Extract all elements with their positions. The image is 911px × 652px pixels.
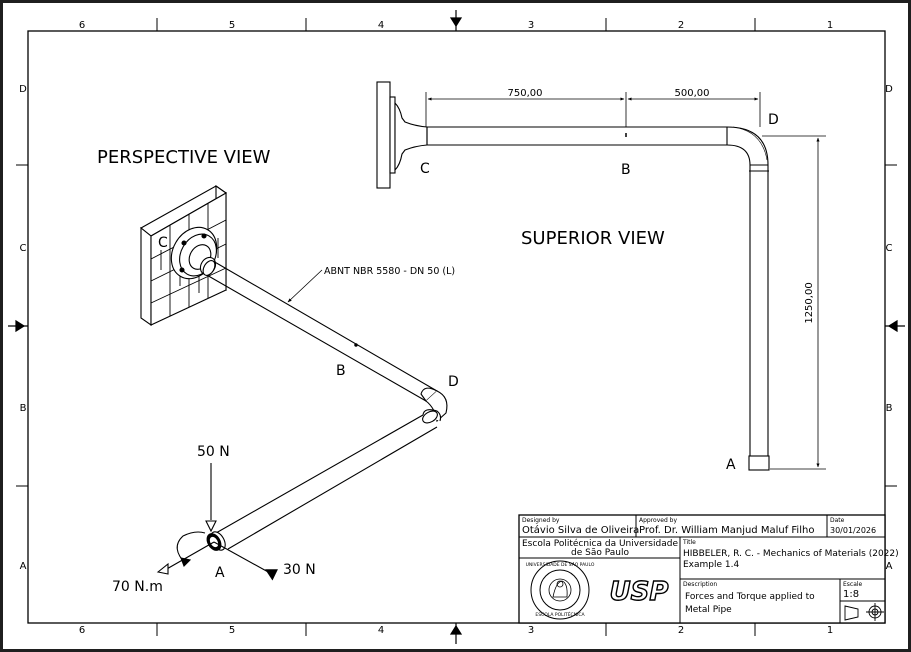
title-line-2: Example 1.4 — [683, 560, 739, 570]
drawing-sheet: 6 5 4 3 2 1 6 5 4 3 2 1 D C B A D C B A … — [3, 3, 908, 649]
seal-text-bottom: ESCOLA POLITÉCNICA — [535, 610, 585, 618]
elbow — [420, 387, 448, 424]
dim-da-label: 1250,00 — [804, 282, 815, 323]
persp-label-b: B — [336, 363, 346, 379]
title-line-1: HIBBELER, R. C. - Mechanics of Materials… — [683, 549, 899, 559]
top-view-elbow — [726, 126, 769, 166]
designed-by-caption: Designed by — [522, 517, 560, 524]
perspective-labels: ABNT NBR 5580 - DN 50 (L) C B D A 50 N 3… — [112, 235, 459, 595]
force-50n-label: 50 N — [197, 444, 230, 460]
torque-axis — [164, 541, 215, 571]
description-line-1: Forces and Torque applied to — [685, 592, 815, 602]
title-block — [518, 514, 886, 624]
superior-labels: 750,00 500,00 1250,00 C B D A — [420, 88, 815, 473]
col-label-top-2: 2 — [678, 20, 684, 31]
top-view-pipe-da — [749, 165, 769, 470]
description-caption: Description — [683, 581, 717, 588]
date-caption: Date — [830, 517, 845, 524]
superior-view-title: SUPERIOR VIEW — [521, 228, 665, 249]
row-label-left-c: C — [20, 243, 27, 254]
row-label-left-d: D — [19, 84, 27, 95]
col-label-top-4: 4 — [378, 20, 384, 31]
top-label-a: A — [726, 457, 736, 473]
pipe-note-leader — [287, 269, 323, 303]
technical-drawing: 6 5 4 3 2 1 6 5 4 3 2 1 D C B A D C B A … — [8, 10, 905, 644]
row-label-right-c: C — [886, 243, 893, 254]
frame-ticks — [16, 18, 897, 636]
top-view-pipe-cd — [427, 126, 727, 146]
frame-labels: 6 5 4 3 2 1 6 5 4 3 2 1 D C B A D C B A — [19, 20, 893, 636]
persp-label-a: A — [215, 565, 225, 581]
description-line-2: Metal Pipe — [685, 605, 732, 615]
drawing-frame — [8, 10, 905, 644]
top-view-wall-plate — [376, 81, 391, 189]
col-label-bottom-4: 4 — [378, 625, 384, 636]
scale-caption: Escale — [843, 581, 863, 588]
force-30n-arrow — [213, 541, 271, 574]
approved-by-caption: Approved by — [639, 517, 677, 524]
centering-marks — [8, 10, 905, 644]
usp-logo: USP — [610, 577, 669, 607]
dim-bd-label: 500,00 — [675, 88, 710, 99]
projection-symbol — [844, 603, 884, 621]
col-label-bottom-1: 1 — [827, 625, 833, 636]
pipe-cb — [204, 260, 438, 402]
pipe-note: ABNT NBR 5580 - DN 50 (L) — [324, 266, 455, 277]
row-label-right-d: D — [885, 84, 893, 95]
persp-label-c: C — [158, 235, 168, 251]
school-line-2: de São Paulo — [571, 548, 629, 558]
row-label-left-a: A — [20, 561, 27, 572]
superior-dimensions — [425, 92, 826, 470]
top-view-flange — [394, 101, 428, 172]
force-30n-label: 30 N — [283, 562, 316, 578]
top-label-c: C — [420, 161, 430, 177]
top-label-d: D — [768, 112, 779, 128]
col-label-bottom-6: 6 — [79, 625, 85, 636]
col-label-top-1: 1 — [827, 20, 833, 31]
superior-view — [376, 81, 770, 471]
col-label-top-3: 3 — [528, 20, 534, 31]
col-label-top-5: 5 — [229, 20, 235, 31]
col-label-bottom-5: 5 — [229, 625, 235, 636]
designed-by-value: Otávio Silva de Oliveira — [522, 524, 639, 536]
torque-arc — [176, 531, 206, 565]
top-label-b: B — [621, 162, 631, 178]
university-seal — [530, 560, 590, 620]
perspective-view — [140, 184, 448, 551]
title-block-text: Designed by Otávio Silva de Oliveira App… — [522, 517, 899, 618]
perspective-view-title: PERSPECTIVE VIEW — [97, 147, 271, 168]
col-label-top-6: 6 — [79, 20, 85, 31]
title-caption: Title — [682, 539, 696, 546]
top-view-end-a — [748, 455, 770, 471]
seal-text-top: UNIVERSIDADE DE SÃO PAULO — [526, 561, 595, 568]
torque-label: 70 N.m — [112, 579, 163, 595]
school-line-1: Escola Politécnica da Universidade — [522, 538, 678, 549]
col-label-bottom-2: 2 — [678, 625, 684, 636]
col-label-bottom-3: 3 — [528, 625, 534, 636]
persp-label-d: D — [448, 374, 459, 390]
approved-by-value: Prof. Dr. William Manjud Maluf Filho — [639, 525, 814, 536]
pipe-da — [215, 414, 438, 550]
row-label-right-b: B — [886, 403, 893, 414]
loads — [156, 463, 278, 581]
row-label-left-b: B — [20, 403, 27, 414]
date-value: 30/01/2026 — [830, 526, 876, 535]
scale-value: 1:8 — [843, 589, 859, 600]
dim-cb-label: 750,00 — [508, 88, 543, 99]
row-label-right-a: A — [886, 561, 893, 572]
